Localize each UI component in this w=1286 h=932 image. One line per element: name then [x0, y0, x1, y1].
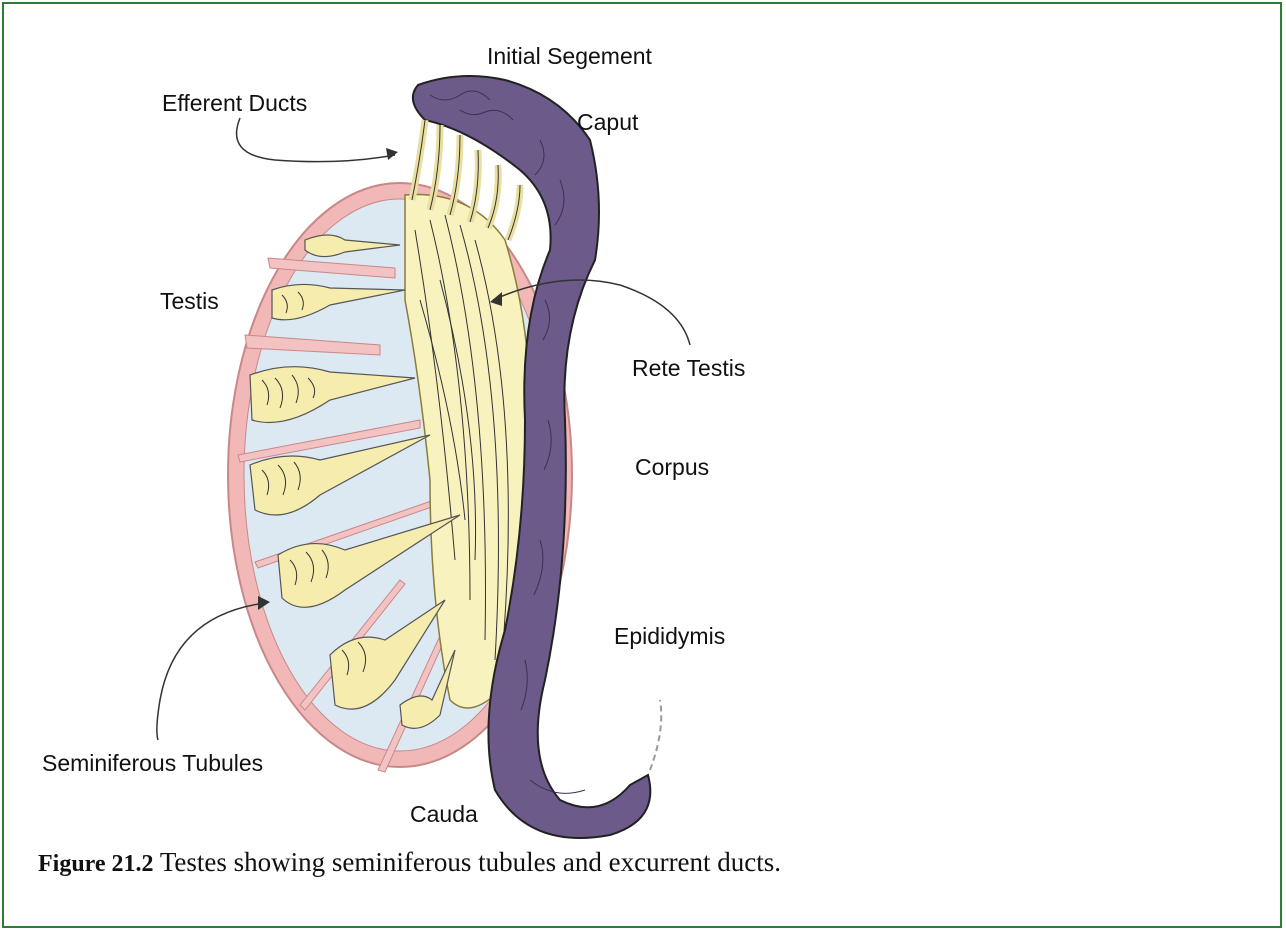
label-epididymis: Epididymis [614, 625, 725, 648]
vas-deferens [650, 700, 661, 770]
label-efferent-ducts: Efferent Ducts [162, 92, 307, 115]
label-initial-segment: Initial Segement [487, 45, 652, 68]
label-caput: Caput [577, 111, 638, 134]
label-testis: Testis [160, 290, 219, 313]
efferent-ducts-leader [237, 118, 395, 162]
efferent-ducts-arrowhead [386, 148, 398, 160]
figure-number: Figure 21.2 [38, 851, 154, 877]
seminiferous-leader [157, 603, 265, 740]
figure-caption: Figure 21.2 Testes showing seminiferous … [38, 847, 781, 878]
label-seminiferous-tubules: Seminiferous Tubules [42, 752, 263, 775]
label-corpus: Corpus [635, 456, 709, 479]
label-rete-testis: Rete Testis [632, 357, 745, 380]
caption-text: Testes showing seminiferous tubules and … [160, 847, 781, 877]
label-cauda: Cauda [410, 803, 478, 826]
